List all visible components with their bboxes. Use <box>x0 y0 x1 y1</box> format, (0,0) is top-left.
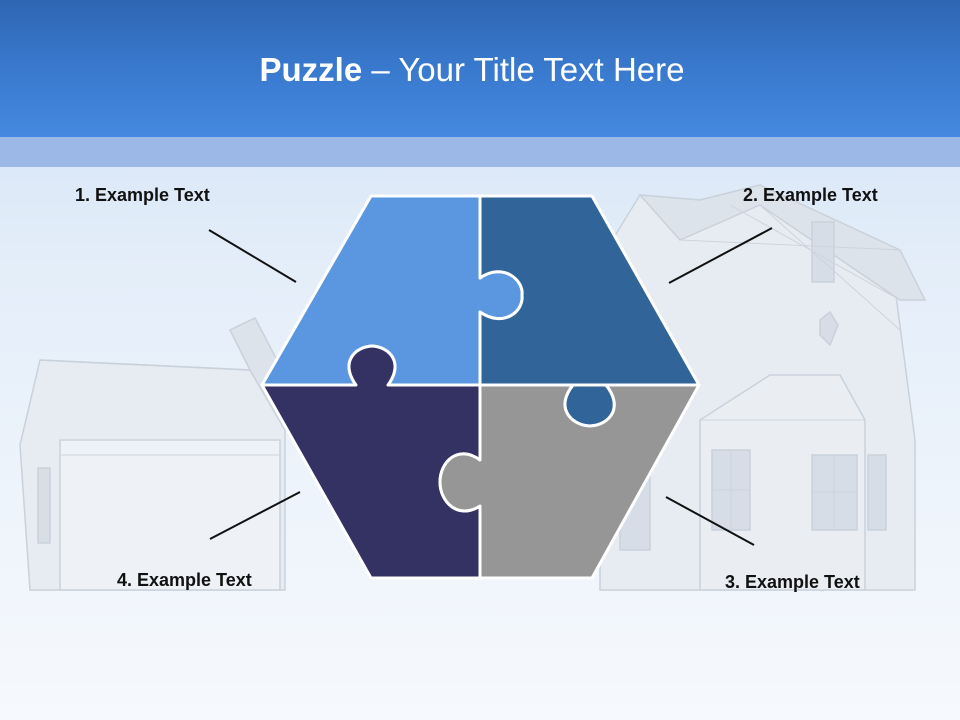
label-item-2: 2. Example Text <box>743 185 878 205</box>
label-item-3: 3. Example Text <box>725 572 860 592</box>
label-item-1: 1. Example Text <box>75 185 210 205</box>
title-bar <box>0 0 960 137</box>
connector-line-3 <box>665 496 755 546</box>
slide-title: Puzzle – Your Title Text Here <box>0 48 944 92</box>
connector-line-4 <box>209 491 301 540</box>
label-item-4: 4. Example Text <box>117 570 252 590</box>
title-bold: Puzzle <box>259 51 363 88</box>
connector-line-2 <box>668 227 773 284</box>
puzzle-piece-bottom-right <box>438 383 701 580</box>
title-bar-band <box>0 137 960 167</box>
house-background-image <box>19 184 927 591</box>
connector-line-1 <box>208 229 297 283</box>
title-rest: – Your Title Text Here <box>362 51 685 88</box>
